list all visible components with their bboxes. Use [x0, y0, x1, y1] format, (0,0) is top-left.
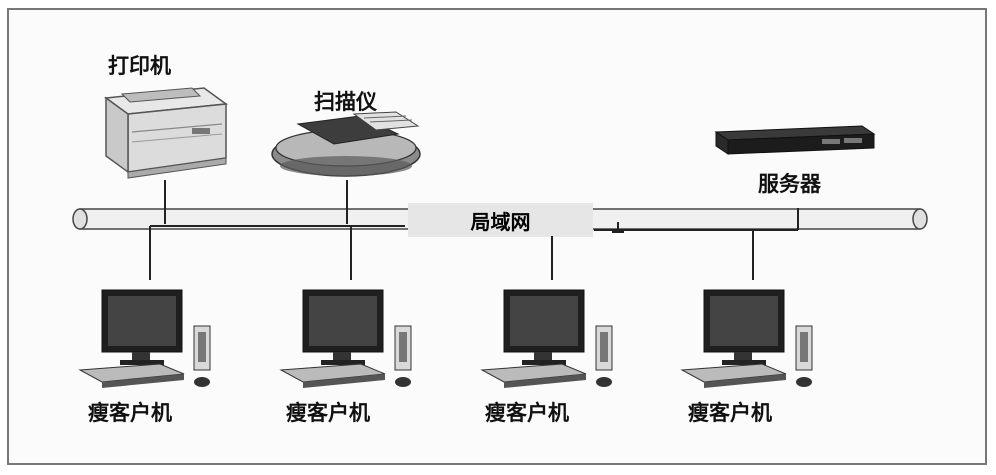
printer-icon [103, 87, 229, 179]
client-label: 瘦客户机 [286, 400, 370, 425]
client-label: 瘦客户机 [485, 400, 569, 425]
computer-icon [78, 289, 211, 388]
scanner-icon [271, 111, 421, 177]
server-label: 服务器 [758, 171, 821, 196]
network-label: 局域网 [408, 203, 593, 237]
client-label: 瘦客户机 [88, 400, 172, 425]
computer-icon [680, 289, 813, 388]
server-icon [714, 125, 876, 155]
computer-icon [279, 289, 412, 388]
client-label: 瘦客户机 [688, 400, 772, 425]
computer-icon [480, 289, 613, 388]
scanner-label: 扫描仪 [314, 89, 377, 114]
printer-label: 打印机 [108, 53, 171, 78]
